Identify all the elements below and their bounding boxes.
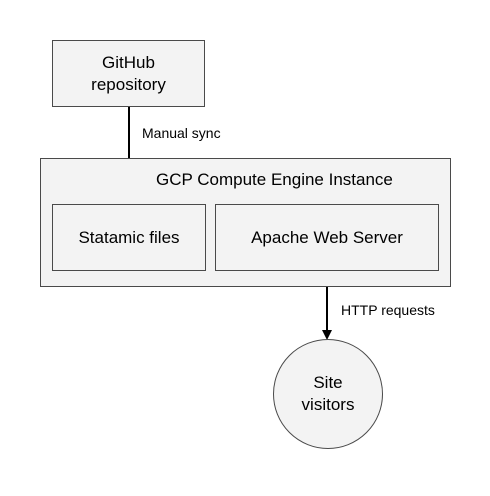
visitors-label-line1: Site (313, 373, 343, 392)
github-repository-node: GitHub repository (52, 40, 205, 107)
apache-web-server-label: Apache Web Server (251, 227, 403, 247)
statamic-files-node: Statamic files (52, 204, 206, 271)
statamic-files-label: Statamic files (78, 227, 180, 247)
visitors-label-line2: visitors (301, 395, 355, 414)
github-label-line2: repository (91, 74, 166, 94)
site-visitors-node: Site visitors (273, 339, 383, 449)
http-requests-label: HTTP requests (341, 302, 435, 318)
github-label-line1: GitHub (102, 52, 155, 72)
manual-sync-label: Manual sync (142, 125, 221, 141)
apache-web-server-node: Apache Web Server (215, 204, 439, 271)
gcp-instance-title: GCP Compute Engine Instance (156, 170, 393, 189)
